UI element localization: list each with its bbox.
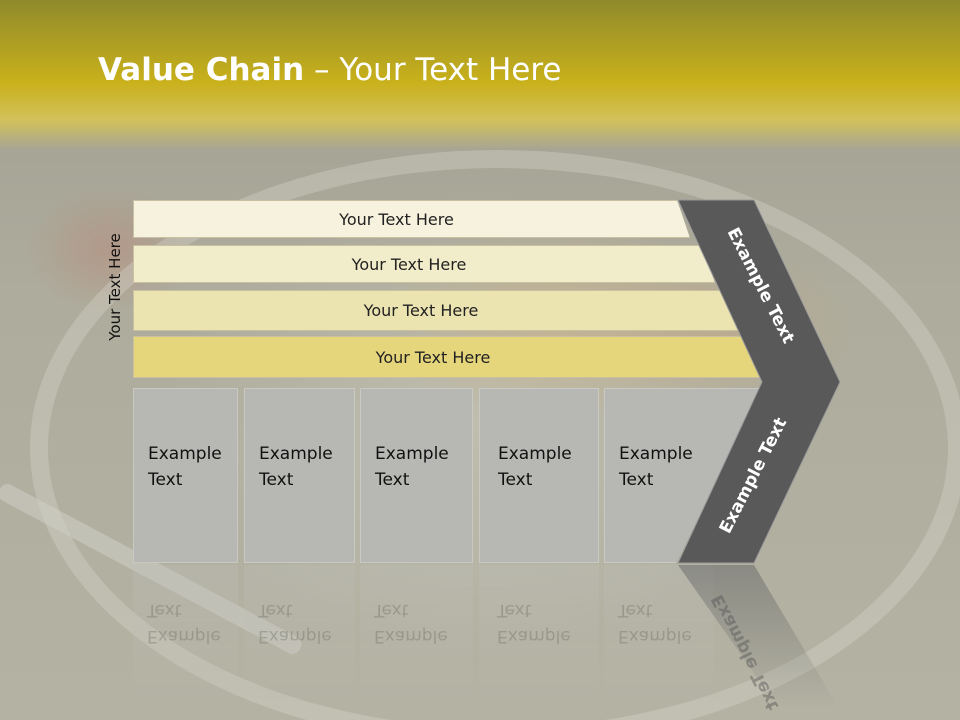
band-4-label: Your Text Here <box>375 347 491 367</box>
band-1-label: Your Text Here <box>339 209 454 229</box>
box-5-line-1: Example <box>619 444 693 464</box>
band-2-label: Your Text Here <box>351 254 467 274</box>
box-2-line-1: Example <box>259 444 333 464</box>
box-1-line-2: Text <box>148 470 183 490</box>
activity-box-1[interactable]: Example Text <box>133 388 238 563</box>
band-2[interactable]: Your Text Here <box>133 245 715 283</box>
box-1-line-1: Example <box>148 444 222 464</box>
band-1[interactable]: Your Text Here <box>133 200 690 238</box>
title-bold: Value Chain <box>98 52 305 88</box>
box-4-line-1: Example <box>498 444 572 464</box>
box-2-line-2: Text <box>259 470 294 490</box>
title-bar <box>0 0 960 150</box>
box-4-line-2: Text <box>498 470 533 490</box>
box-5-line-2: Text <box>619 470 654 490</box>
band-3[interactable]: Your Text Here <box>133 290 739 331</box>
box-3-line-1: Example <box>375 444 449 464</box>
band-3-label: Your Text Here <box>363 301 479 320</box>
activity-box-3[interactable]: Example Text <box>360 388 473 563</box>
title-rest: – Your Text Here <box>304 52 562 88</box>
box-3-line-2: Text <box>375 470 410 490</box>
page-title[interactable]: Value Chain – Your Text Here <box>98 52 561 88</box>
activity-box-2[interactable]: Example Text <box>244 388 355 563</box>
band-4[interactable]: Your Text Here <box>133 336 763 378</box>
chevron-arrow[interactable] <box>677 199 841 564</box>
chevron-reflection <box>678 565 840 710</box>
activity-box-4[interactable]: Example Text <box>479 388 599 563</box>
